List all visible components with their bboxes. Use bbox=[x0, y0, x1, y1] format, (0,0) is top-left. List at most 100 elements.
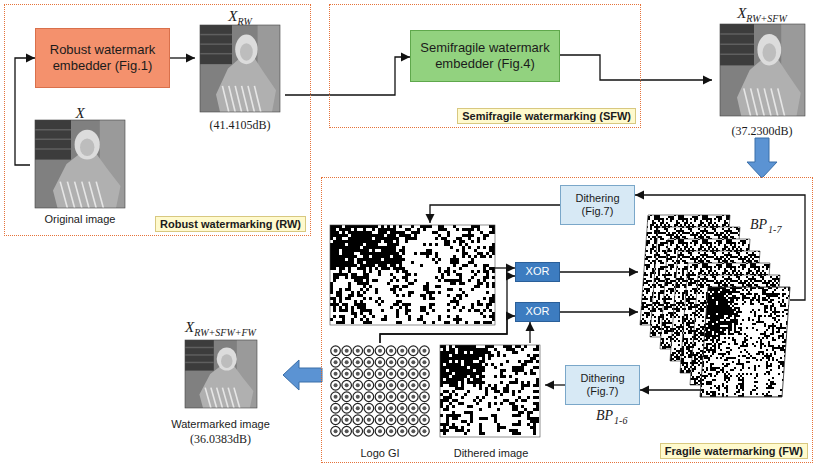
logo-ring bbox=[386, 392, 396, 402]
logo-ring bbox=[386, 357, 396, 367]
photo-stripe bbox=[222, 388, 228, 408]
photo-scarf bbox=[757, 34, 781, 65]
logo-ring bbox=[331, 415, 341, 425]
logo-dot bbox=[400, 349, 404, 353]
logo-dot bbox=[411, 349, 415, 353]
logo-dot bbox=[367, 349, 371, 353]
image-caption: (37.2300dB) bbox=[732, 124, 793, 138]
logo-dot bbox=[334, 349, 338, 353]
photo-image bbox=[720, 24, 805, 116]
logo-dot bbox=[334, 383, 338, 387]
logo-ring bbox=[409, 403, 419, 413]
photo-shelf bbox=[35, 120, 71, 160]
logo-dot bbox=[356, 360, 360, 364]
logo-dot bbox=[367, 383, 371, 387]
photo-body bbox=[737, 59, 801, 116]
logo-dot bbox=[422, 372, 426, 376]
logo-dot bbox=[389, 360, 393, 364]
logo-dot bbox=[356, 349, 360, 353]
logo-ring bbox=[375, 426, 385, 436]
photo-stripe bbox=[764, 88, 771, 116]
logo-dot bbox=[367, 360, 371, 364]
region-panel: Robust watermark embedder (Fig.1)XRW(41.… bbox=[5, 5, 310, 235]
logo-dot bbox=[411, 429, 415, 433]
image-symbol: X bbox=[737, 5, 746, 21]
arrow-connector bbox=[285, 57, 410, 95]
logo-dot bbox=[334, 429, 338, 433]
logo-ring bbox=[409, 426, 419, 436]
logo-dot bbox=[367, 429, 371, 433]
image-title: XRW+SFW bbox=[737, 4, 787, 22]
logo-dot bbox=[389, 372, 393, 376]
photo-frame bbox=[200, 25, 280, 112]
logo-ring bbox=[420, 380, 430, 390]
logo-dot bbox=[367, 406, 371, 410]
photo-stripe bbox=[234, 388, 240, 408]
region-panel: Dithering (Fig.7)XORXORDithering (Fig.7)… bbox=[322, 178, 812, 462]
logo-ring bbox=[409, 380, 419, 390]
photo-stripe bbox=[35, 139, 71, 141]
logo-ring bbox=[331, 346, 341, 356]
logo-ring bbox=[375, 403, 385, 413]
photo-image bbox=[185, 340, 257, 408]
dither-ground bbox=[330, 225, 495, 325]
photo-stripe bbox=[200, 53, 232, 55]
logo-dot bbox=[400, 372, 404, 376]
image-caption: Original image bbox=[45, 213, 116, 226]
logo-dot bbox=[400, 429, 404, 433]
block-arrow bbox=[747, 138, 777, 178]
logo-dot bbox=[334, 372, 338, 376]
image-title: X bbox=[75, 104, 84, 122]
logo-ring bbox=[397, 380, 407, 390]
logo-dot bbox=[378, 429, 382, 433]
logo-ring bbox=[397, 426, 407, 436]
logo-dot bbox=[422, 429, 426, 433]
dither-dots bbox=[440, 345, 539, 435]
bit-plane-label: BP bbox=[750, 217, 767, 232]
process-box: Dithering (Fig.7) bbox=[560, 185, 635, 225]
logo-ring bbox=[397, 403, 407, 413]
logo-ring bbox=[375, 369, 385, 379]
dither-ground bbox=[440, 345, 540, 437]
logo-dot bbox=[411, 395, 415, 399]
logo-dot bbox=[334, 406, 338, 410]
photo-frame bbox=[35, 120, 125, 208]
logo-dot bbox=[345, 383, 349, 387]
logo-dot bbox=[389, 429, 393, 433]
process-box: Robust watermark embedder (Fig.1) bbox=[35, 28, 170, 88]
logo-ring bbox=[364, 426, 374, 436]
logo-dot bbox=[378, 406, 382, 410]
photo-stripe bbox=[720, 54, 754, 56]
photo-ground bbox=[185, 340, 257, 408]
dithered-image bbox=[330, 225, 495, 325]
box-label: Dithering (Fig.7) bbox=[565, 192, 630, 218]
operator-box: XOR bbox=[515, 302, 560, 322]
logo-ring bbox=[331, 426, 341, 436]
image-caption: Watermarked image(36.0383dB) bbox=[171, 418, 270, 446]
box-label: Semifragile watermark embedder (Fig.4) bbox=[415, 40, 555, 71]
photo-stripe bbox=[778, 88, 785, 116]
logo-ring bbox=[397, 357, 407, 367]
dither-dots bbox=[330, 225, 495, 324]
logo-ring bbox=[353, 369, 363, 379]
image-subscript: RW bbox=[237, 16, 251, 27]
photo-stripe bbox=[242, 86, 248, 112]
photo-ground bbox=[720, 24, 805, 116]
logo-ring bbox=[397, 392, 407, 402]
logo-dot bbox=[422, 406, 426, 410]
logo-dot bbox=[345, 349, 349, 353]
photo-stripe bbox=[35, 148, 71, 150]
photo-stripe bbox=[185, 354, 214, 356]
photo-stripe bbox=[75, 182, 82, 208]
logo-ring bbox=[331, 357, 341, 367]
photo-face bbox=[240, 43, 253, 60]
logo-dot bbox=[367, 395, 371, 399]
logo-dot bbox=[400, 395, 404, 399]
photo-face bbox=[221, 354, 233, 368]
flow-line bbox=[560, 311, 638, 312]
logo-dot bbox=[378, 418, 382, 422]
logo-ring bbox=[353, 415, 363, 425]
logo-ring bbox=[375, 392, 385, 402]
arrow-connector bbox=[380, 316, 515, 343]
photo-ground bbox=[200, 25, 280, 112]
